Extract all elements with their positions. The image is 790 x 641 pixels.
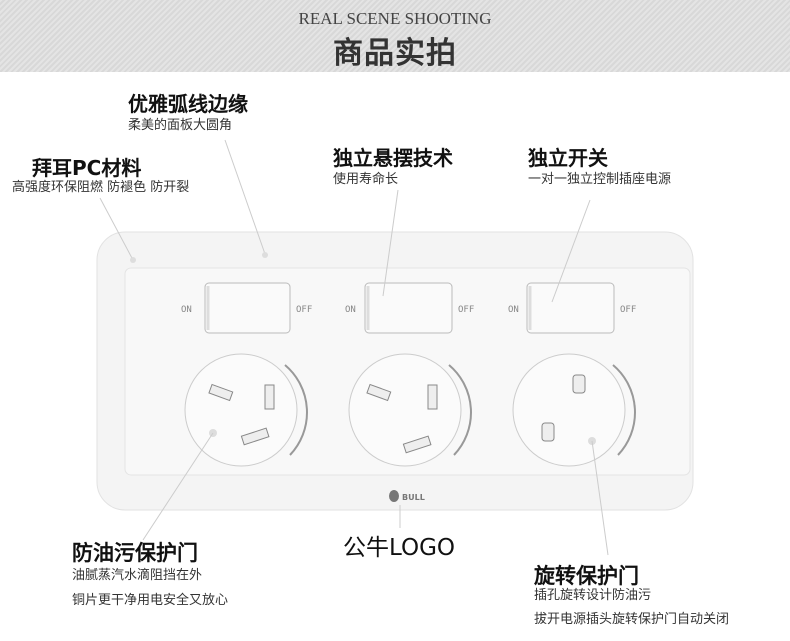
header-title: 商品实拍: [333, 36, 457, 71]
feature-desc: 高强度环保阻燃 防褪色 防开裂: [12, 180, 190, 195]
feature-title: 优雅弧线边缘: [128, 92, 248, 116]
socket-1: [184, 353, 298, 467]
rocker-switch-1: [204, 282, 291, 334]
feature-desc: 油腻蒸汽水滴阻挡在外: [72, 568, 203, 583]
feature-desc: 铜片更干净用电安全又放心: [72, 593, 229, 608]
rocker-switch-2: [364, 282, 453, 334]
feature-desc: 拔开电源插头旋转保护门自动关闭: [534, 612, 730, 627]
socket-3: [512, 353, 626, 467]
feature-title: 独立开关: [528, 146, 608, 170]
logo-text: BULL: [402, 493, 425, 502]
switch-on-label: ON: [181, 305, 192, 315]
socket-2: [348, 353, 462, 467]
switches: [204, 282, 615, 334]
switch-off-label: OFF: [620, 305, 636, 315]
feature-title: 拜耳PC材料: [32, 156, 142, 180]
switch-on-label: ON: [508, 305, 519, 315]
rocker-switch-3: [526, 282, 615, 334]
header-banner: REAL SCENE SHOOTING 商品实拍: [0, 0, 790, 72]
feature-title: 防油污保护门: [72, 541, 198, 565]
feature-title: 独立悬摆技术: [333, 146, 453, 170]
switch-off-label: OFF: [296, 305, 312, 315]
feature-title: 旋转保护门: [534, 564, 639, 588]
bull-logo-icon: [389, 490, 399, 502]
feature-desc: 柔美的面板大圆角: [128, 118, 233, 133]
feature-desc: 一对一独立控制插座电源: [528, 172, 672, 187]
feature-desc: 使用寿命长: [333, 172, 399, 187]
header-subtitle: REAL SCENE SHOOTING: [298, 9, 492, 28]
switch-on-label: ON: [345, 305, 356, 315]
switch-off-label: OFF: [458, 305, 474, 315]
feature-desc: 插孔旋转设计防油污: [534, 588, 652, 603]
feature-title: 公牛LOGO: [343, 535, 456, 561]
